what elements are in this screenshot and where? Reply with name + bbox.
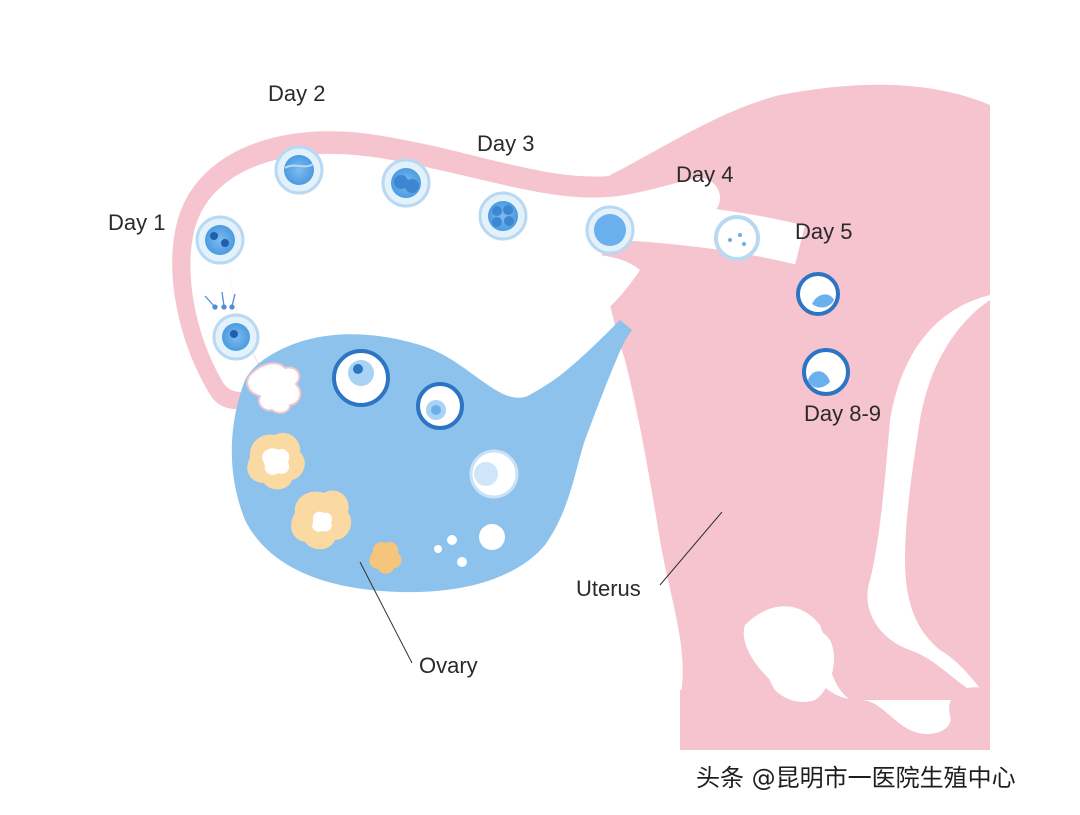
follicle-1 (332, 349, 390, 407)
label-day2: Day 2 (268, 81, 326, 106)
embryo-2cell (274, 145, 324, 195)
follicle-4 (479, 524, 505, 550)
label-day1: Day 1 (108, 210, 166, 235)
follicle-dot-1 (434, 545, 442, 553)
fimbriae (246, 362, 302, 414)
morula-day4 (585, 205, 635, 255)
sperm-icon (204, 291, 236, 310)
tube-inner-space (245, 202, 640, 352)
zygote-day1 (195, 215, 245, 265)
watermark-text: 头条 @昆明市一医院生殖中心 (696, 764, 1016, 792)
embryo-8cell (478, 191, 528, 241)
follicle-dot-2 (447, 535, 457, 545)
egg-fertilization (212, 313, 260, 361)
follicle-2 (416, 382, 464, 430)
label-day3: Day 3 (477, 131, 535, 156)
ovarian-ligament (520, 320, 632, 420)
corpus-luteum-2 (291, 490, 352, 550)
label-ovary: Ovary (419, 653, 478, 678)
ovary-leader-line (359, 561, 413, 664)
corpus-luteum-1 (247, 432, 305, 490)
tube-lumen-ext (618, 200, 805, 265)
label-day4: Day 4 (676, 162, 734, 187)
follicle-3 (469, 449, 519, 499)
uterus-right-lobe (905, 300, 990, 700)
embryo-4cell (381, 158, 431, 208)
corpus-luteum-3 (369, 541, 402, 574)
early-blastocyst (714, 215, 760, 261)
blastocyst-day5 (796, 272, 840, 316)
label-day5: Day 5 (795, 219, 853, 244)
uterus-gap (760, 621, 835, 702)
label-uterus: Uterus (576, 576, 641, 601)
follicle-dot-3 (457, 557, 467, 567)
label-day8-9: Day 8-9 (804, 401, 882, 426)
blastocyst-implanting (802, 348, 850, 396)
uterus-leader-line (659, 511, 723, 586)
cervix-shape (680, 666, 990, 750)
